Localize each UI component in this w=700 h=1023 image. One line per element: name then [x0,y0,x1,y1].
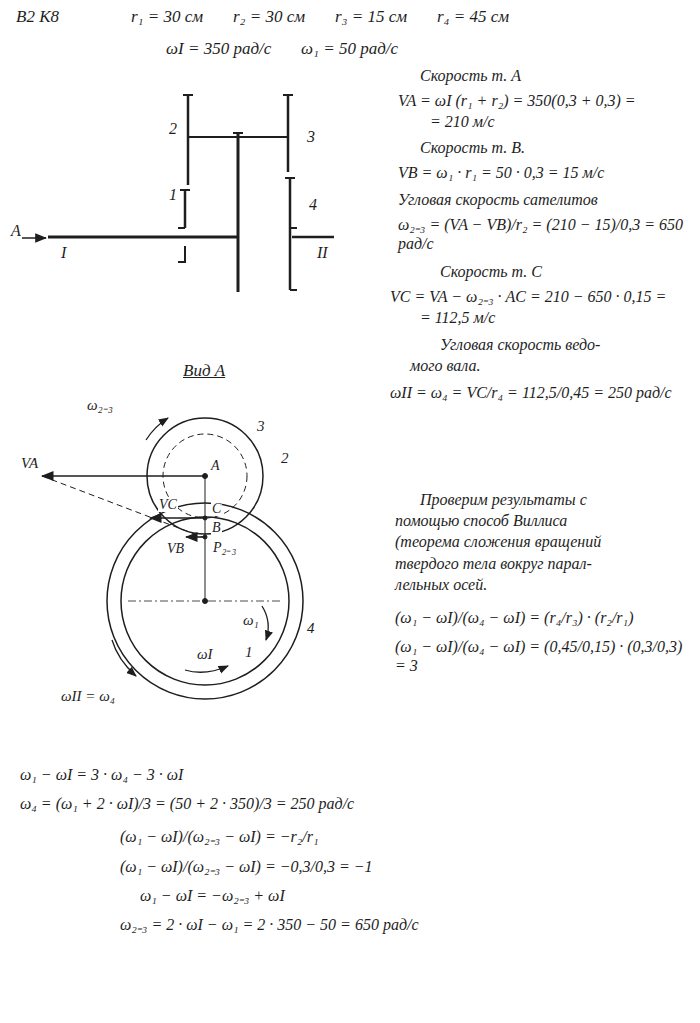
figure-label: ωI = 350 рад/с [165,40,272,59]
solution-line: Угловая скорость сателитов [398,190,695,209]
rotation-arrow [262,606,268,640]
solution-line: Скорость т. В. [420,138,695,157]
figure-label: 2 [280,450,290,467]
solution-line: Проверим результаты с [420,490,693,509]
shaft-two [292,236,334,239]
solution-line: ω₂₋₃ = (VA − VB)/r₂ = (210 − 15)/0,3 = 6… [398,215,695,253]
solution-line: лельных осей. [395,575,693,594]
figure-label: r₃ = 15 см [334,8,408,27]
figure-label: r₁ = 30 см [130,8,204,27]
gear-four [289,178,292,290]
figure-label: 2 [168,120,178,138]
text-column: ω₁ − ωI = 3 · ω₄ − 3 · ωI ω₄ = (ω₁ + 2 · … [20,765,680,934]
solution-line: VA = ωI (r₁ + r₂) = 350(0,3 + 0,3) = [398,91,695,110]
figure-label: ωI [196,646,214,663]
figure-label: 1 [244,644,254,661]
solution-line: мого вала. [410,356,695,375]
solution-line: твердого тела вокруг парал- [395,554,693,573]
figure-label: A [10,222,22,240]
figure-label: P₂₋₃ [212,540,237,555]
velocity-line [42,476,205,538]
solution-line: = 112,5 м/с [420,308,695,327]
figure-label: II [316,244,329,262]
figure-label: VB [166,541,185,556]
solution-line: (ω₁ − ωI)/(ω₂₋₃ − ωI) = −r₂/r₁ [120,827,680,846]
shaft-one [48,236,238,239]
velocity-vector [150,517,205,519]
solution-line: (теорема сложения вращений [395,532,693,551]
figure-label: ω₂₋₃ [86,397,114,414]
velocity-vector [42,475,205,477]
carrier [237,133,240,292]
text-column: Скорость т. А VA = ωI (r₁ + r₂) = 350(0,3… [390,66,695,403]
solution-line: Угловая скорость ведо- [440,335,695,354]
solution-line: помощью способ Виллиса [395,511,693,530]
view-arrow [22,237,46,239]
figure-label: C [211,501,222,516]
figure-label: I [60,244,67,262]
figure-label: VC [158,497,178,512]
solution-line: Скорость т. А [420,66,695,85]
figure-label: r₄ = 45 см [436,8,510,27]
solution-line: (ω₁ − ωI)/(ω₄ − ωI) = (r₄/r₃) · (r₂/r₁) [395,608,693,627]
figure-label: ω₁ [242,612,260,629]
solution-line: VC = VA − ω₂₋₃ · AC = 210 − 650 · 0,15 = [390,287,695,306]
solution-line: = 210 м/с [430,112,695,131]
velocity-vector [186,536,205,538]
figure-label: 1 [168,186,178,204]
text-column: Проверим результаты с помощью способ Вилл… [395,490,693,676]
center-dot [203,599,208,604]
side-view [22,95,334,292]
gear-tick [233,132,243,134]
rotation-arrow [112,640,136,676]
figure-label: Вид А [182,362,226,381]
solution-line: ω₄ = (ω₁ + 2 · ωI)/3 = (50 + 2 · 350)/3 … [20,794,680,813]
figure-label: A [210,458,221,473]
figure-label: 4 [308,196,318,214]
gear-three [287,95,290,172]
figure-label: r₂ = 30 см [232,8,306,27]
figure-label: 3 [306,128,316,146]
rotation-arrow [146,418,168,440]
gear-tick [183,94,193,96]
gear-tick [285,177,295,179]
solution-line: (ω₁ − ωI)/(ω₄ − ωI) = (0,45/0,15) · (0,3… [395,637,693,675]
figure-label: ωII = ω₄ [60,688,116,705]
bearing [178,228,185,262]
figure-label: В2 К8 [15,8,60,27]
figure-label: B [211,520,222,535]
rotation-arrow [185,666,228,672]
solution-line: ω₂₋₃ = 2 · ωI − ω₁ = 2 · 350 − 50 = 650 … [120,915,680,934]
gear-tick [180,189,190,191]
solution-line: Скорость т. С [440,262,695,281]
gear-two [187,95,190,185]
solution-line: (ω₁ − ωI)/(ω₂₋₃ − ωI) = −0,3/0,3 = −1 [120,857,680,876]
figure-label: VA [20,455,39,472]
solution-line: ω₁ − ωI = −ω₂₋₃ + ωI [140,886,680,905]
gear-tick [283,94,293,96]
figure-label: 3 [256,418,266,435]
figure-label: 4 [306,620,316,637]
solution-line: VB = ω₁ · r₁ = 50 · 0,3 = 15 м/с [398,163,695,182]
solution-line: ωII = ω₄ = VC/r₄ = 112,5/0,45 = 250 рад/… [390,383,695,402]
view-a [42,418,303,699]
gear-one [184,190,187,228]
figure-label: ω₁ = 50 рад/с [300,40,399,59]
solution-line: ω₁ − ωI = 3 · ω₄ − 3 · ωI [20,765,680,784]
